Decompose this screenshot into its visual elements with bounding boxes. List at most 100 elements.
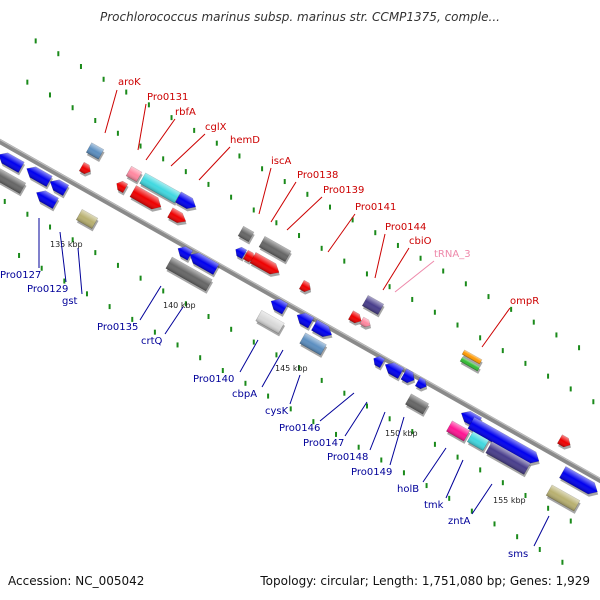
gene-label-arok[interactable]: aroK xyxy=(118,77,141,88)
cds-sms[interactable] xyxy=(558,466,600,501)
gene-label-pro0135[interactable]: Pro0135 xyxy=(97,322,138,333)
gene-crtQ[interactable] xyxy=(165,256,214,294)
gene-label-tmk[interactable]: tmk xyxy=(424,500,444,511)
gene-label-cbpa[interactable]: cbpA xyxy=(232,389,257,400)
gene-iscA[interactable] xyxy=(237,225,256,245)
leader-line xyxy=(289,374,301,405)
gene-label-ompr[interactable]: ompR xyxy=(510,296,539,307)
gene-tRNA_3[interactable] xyxy=(359,316,374,332)
leader-line xyxy=(170,133,206,167)
gene-label-pro0146[interactable]: Pro0146 xyxy=(279,423,320,434)
gene-Pro0129[interactable] xyxy=(0,166,27,197)
cds-Pro0139[interactable] xyxy=(249,252,284,280)
cds-Pro0149[interactable] xyxy=(414,376,430,393)
topology-text: Topology: circular; Length: 1,751,080 bp… xyxy=(260,574,590,588)
leader-line xyxy=(145,118,176,161)
gene-Pro0131[interactable] xyxy=(125,165,144,185)
leader-line xyxy=(374,233,386,279)
gene-label-pro0147[interactable]: Pro0147 xyxy=(303,438,344,449)
cds-rbfA2[interactable] xyxy=(129,185,166,215)
gene-label-sms[interactable]: sms xyxy=(508,549,528,560)
gene-label-pro0148[interactable]: Pro0148 xyxy=(327,452,368,463)
cds-Pro0146[interactable] xyxy=(370,354,386,371)
scale-label: 135 kbp xyxy=(50,240,83,249)
cds-Pro0129b[interactable] xyxy=(32,187,60,212)
gene-ompR-b[interactable] xyxy=(459,356,482,374)
cds-Pro0148[interactable] xyxy=(400,368,419,388)
leader-line xyxy=(104,89,118,134)
cds-Pro0127[interactable] xyxy=(23,163,54,190)
gene-aroK[interactable] xyxy=(85,142,105,162)
gene-gst[interactable] xyxy=(75,209,99,232)
gene-label-pro0138[interactable]: Pro0138 xyxy=(297,170,338,181)
cds-cglX[interactable] xyxy=(174,191,200,215)
gene-sms[interactable] xyxy=(545,484,581,514)
gene-cbpA[interactable] xyxy=(299,332,329,358)
gene-Pro0144[interactable] xyxy=(361,295,385,318)
gene-label-pro0141[interactable]: Pro0141 xyxy=(355,202,396,213)
leader-line xyxy=(137,103,147,151)
leader-line xyxy=(198,146,231,181)
gene-zntA[interactable] xyxy=(485,441,532,478)
gene-label-pro0139[interactable]: Pro0139 xyxy=(323,185,364,196)
gene-label-hemd[interactable]: hemD xyxy=(230,135,260,146)
gene-label-cbio[interactable]: cbiO xyxy=(409,236,432,247)
leader-line xyxy=(319,392,355,422)
cds-holB2[interactable] xyxy=(467,416,544,469)
gene-label-holb[interactable]: holB xyxy=(397,484,419,495)
cds-ompR[interactable] xyxy=(556,434,574,452)
gene-label-pro0129[interactable]: Pro0129 xyxy=(27,284,68,295)
gene-label-znta[interactable]: zntA xyxy=(448,516,471,527)
gene-label-gst[interactable]: gst xyxy=(62,296,78,307)
gene-label-pro0140[interactable]: Pro0140 xyxy=(193,374,234,385)
scale-label: 150 kbp xyxy=(385,429,418,438)
gene-label-rbfa[interactable]: rbfA xyxy=(175,107,196,118)
leader-line xyxy=(164,306,184,335)
gene-label-cglx[interactable]: cglX xyxy=(205,122,227,133)
cds-Pro0135[interactable] xyxy=(186,249,221,278)
cds-aroK[interactable] xyxy=(78,161,94,178)
gene-Pro0140[interactable] xyxy=(255,310,286,337)
gene-label-isca[interactable]: iscA xyxy=(271,156,291,167)
leader-line xyxy=(77,247,83,295)
cds-Pro0141[interactable] xyxy=(298,279,314,296)
scale-label: 145 kbp xyxy=(275,364,308,373)
cds-cysK[interactable] xyxy=(310,319,336,343)
gene-Pro0138[interactable] xyxy=(258,236,293,265)
leader-line xyxy=(239,339,259,373)
accession-text: Accession: NC_005042 xyxy=(8,574,145,588)
cds-Pro0147[interactable] xyxy=(381,359,405,382)
gene-label-trna-3[interactable]: tRNA_3 xyxy=(434,249,471,260)
gene-Pro0149[interactable] xyxy=(404,393,430,417)
gene-label-cysk[interactable]: cysK xyxy=(265,406,289,417)
cds-iscA[interactable] xyxy=(232,245,248,262)
leader-line xyxy=(59,231,67,283)
gene-label-pro0144[interactable]: Pro0144 xyxy=(385,222,426,233)
cds-cbiO[interactable] xyxy=(347,310,365,328)
cds-Pro0126[interactable] xyxy=(0,149,26,176)
gene-tmk[interactable] xyxy=(466,431,490,454)
cds-Pro0134[interactable] xyxy=(174,244,194,263)
cds-hemD[interactable] xyxy=(166,207,190,229)
cds-Pro0128[interactable] xyxy=(46,176,70,199)
gene-rbfA[interactable] xyxy=(139,172,182,206)
cds-Pro0131b[interactable] xyxy=(113,179,129,196)
leader-line xyxy=(139,285,162,321)
gene-label-crtq[interactable]: crtQ xyxy=(141,336,163,347)
gene-ompR-a[interactable] xyxy=(461,349,484,367)
label-leader-lines xyxy=(38,89,550,547)
cds-cbpA[interactable] xyxy=(293,310,316,331)
gene-label-pro0149[interactable]: Pro0149 xyxy=(351,467,392,478)
leader-line xyxy=(389,416,405,466)
genome-title: Prochlorococcus marinus subsp. marinus s… xyxy=(100,10,500,24)
leader-line xyxy=(286,196,323,231)
cds-Pro0140a[interactable] xyxy=(267,296,290,317)
leader-line xyxy=(270,181,297,223)
gene-label-pro0131[interactable]: Pro0131 xyxy=(147,92,188,103)
backbone-highlight xyxy=(0,138,600,480)
gene-holB[interactable] xyxy=(445,420,471,444)
gene-label-pro0127[interactable]: Pro0127 xyxy=(0,270,41,281)
